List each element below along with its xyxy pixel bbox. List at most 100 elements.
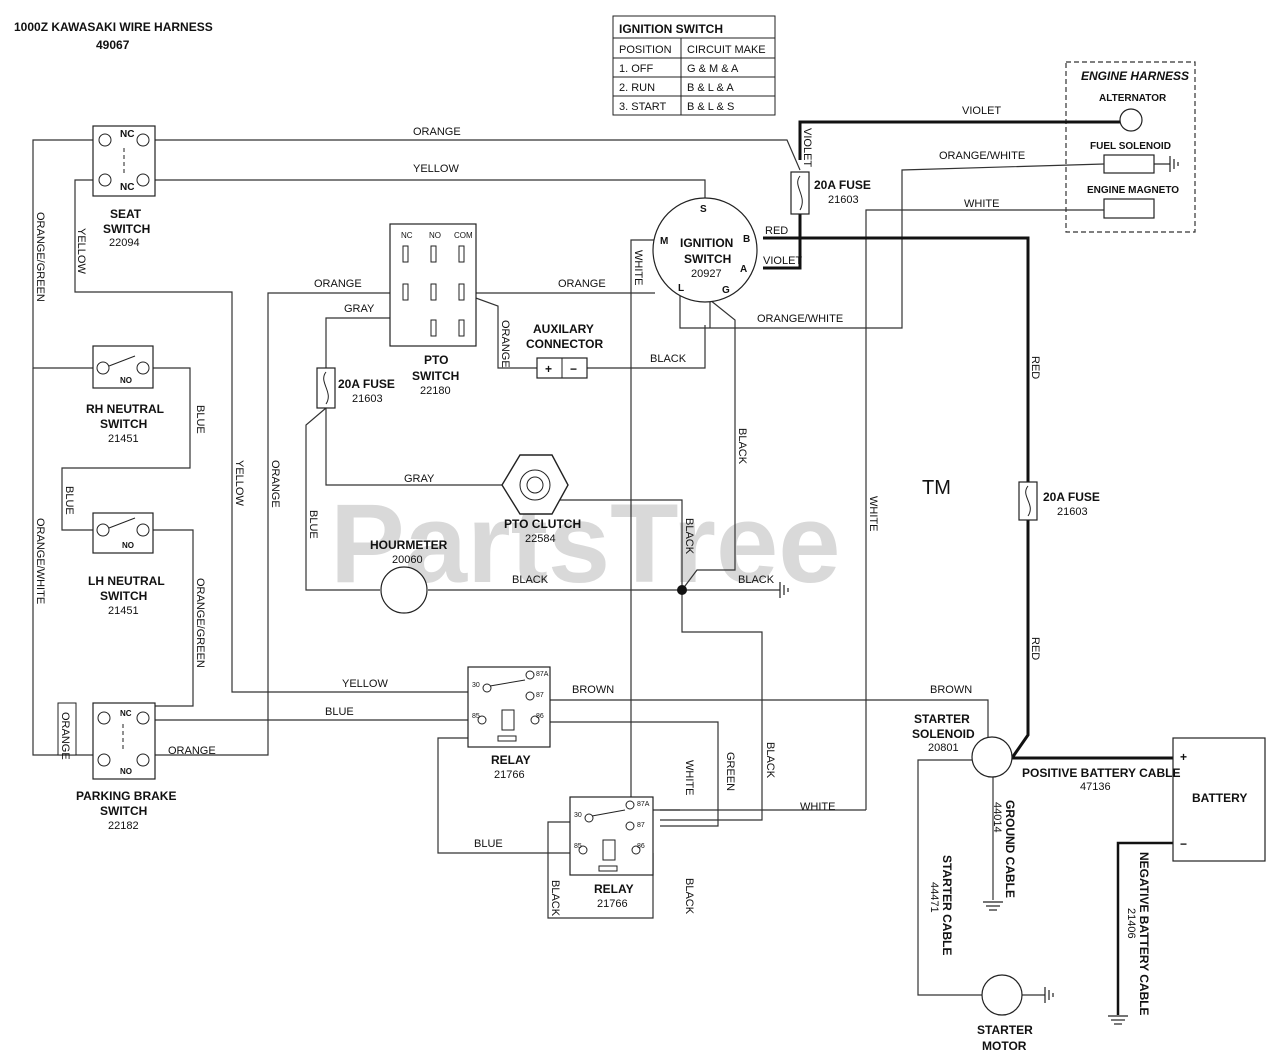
seat-switch-name: SEAT xyxy=(110,207,142,221)
svg-text:21603: 21603 xyxy=(1057,506,1088,518)
svg-text:BLACK: BLACK xyxy=(738,574,775,586)
starter-solenoid: STARTER SOLENOID 20801 xyxy=(912,712,1013,778)
svg-text:RELAY: RELAY xyxy=(594,882,634,896)
hourmeter: HOURMETER 20060 xyxy=(370,538,448,614)
positive-cable-label: POSITIVE BATTERY CABLE xyxy=(1022,766,1180,780)
svg-text:PARKING BRAKE: PARKING BRAKE xyxy=(76,789,176,803)
svg-text:BLUE: BLUE xyxy=(194,405,206,434)
svg-text:M: M xyxy=(660,236,668,247)
svg-text:BLUE: BLUE xyxy=(307,510,319,539)
lh-neutral-name: LH NEUTRAL xyxy=(88,574,165,588)
fuel-solenoid xyxy=(1103,154,1155,174)
pto-clutch: PTO CLUTCH 22584 xyxy=(501,454,581,545)
svg-text:SWITCH: SWITCH xyxy=(684,252,731,266)
starter-motor: STARTER MOTOR xyxy=(977,974,1033,1053)
svg-text:+: + xyxy=(545,362,552,376)
starter-cable-part: 44471 xyxy=(928,882,940,913)
negative-cable-part: 21406 xyxy=(1125,908,1137,939)
svg-text:BLUE: BLUE xyxy=(63,486,75,515)
svg-text:STARTER: STARTER xyxy=(977,1023,1033,1037)
svg-text:YELLOW: YELLOW xyxy=(233,460,245,506)
table-row-off-circuit: G & M & A xyxy=(687,63,739,75)
svg-text:ORANGE/GREEN: ORANGE/GREEN xyxy=(194,578,206,668)
svg-text:GREEN: GREEN xyxy=(724,752,736,791)
wires xyxy=(32,139,1173,1015)
svg-text:BROWN: BROWN xyxy=(930,684,972,696)
svg-text:NO: NO xyxy=(120,767,132,776)
svg-text:BLACK: BLACK xyxy=(650,353,687,365)
svg-text:RED: RED xyxy=(1029,356,1041,379)
table-header-position: POSITION xyxy=(619,44,672,56)
table-row-start-circuit: B & L & S xyxy=(687,101,734,113)
svg-text:WHITE: WHITE xyxy=(867,496,879,531)
ignition-switch-name: IGNITION xyxy=(680,236,733,250)
svg-text:20927: 20927 xyxy=(691,268,722,280)
svg-text:STARTER: STARTER xyxy=(914,712,970,726)
svg-text:87A: 87A xyxy=(536,671,549,678)
battery: + − BATTERY xyxy=(1172,737,1266,862)
svg-text:ORANGE: ORANGE xyxy=(314,278,362,290)
svg-text:RED: RED xyxy=(765,225,788,237)
diagram-number: 49067 xyxy=(96,38,130,52)
table-row-run-circuit: B & L & A xyxy=(687,82,734,94)
svg-text:VIOLET: VIOLET xyxy=(763,255,802,267)
svg-text:SWITCH: SWITCH xyxy=(100,417,147,431)
svg-text:22584: 22584 xyxy=(525,533,556,545)
svg-text:PTO CLUTCH: PTO CLUTCH xyxy=(504,517,581,531)
negative-cable-label: NEGATIVE BATTERY CABLE xyxy=(1137,852,1151,1016)
svg-text:21451: 21451 xyxy=(108,605,139,617)
watermark-tm: TM xyxy=(922,477,951,499)
svg-text:BLUE: BLUE xyxy=(325,706,354,718)
diagram-title: 1000Z KAWASAKI WIRE HARNESS xyxy=(14,20,213,34)
svg-text:21766: 21766 xyxy=(597,898,628,910)
svg-text:21766: 21766 xyxy=(494,769,525,781)
engine-magneto-label: ENGINE MAGNETO xyxy=(1087,185,1179,196)
svg-text:86: 86 xyxy=(536,713,544,720)
relay-2: 30 87A 87 85 86 RELAY 21766 xyxy=(569,796,654,910)
svg-text:30: 30 xyxy=(472,682,480,689)
svg-text:SWITCH: SWITCH xyxy=(100,804,147,818)
table-row-off-pos: 1. OFF xyxy=(619,63,654,75)
svg-text:WHITE: WHITE xyxy=(964,198,999,210)
rh-neutral-switch: NO RH NEUTRAL SWITCH 21451 xyxy=(86,345,164,445)
svg-text:85: 85 xyxy=(574,843,582,850)
ground-cable-label: GROUND CABLE xyxy=(1003,800,1017,898)
auxiliary-connector: AUXILARY CONNECTOR + − xyxy=(526,322,603,379)
svg-text:85: 85 xyxy=(472,713,480,720)
relay-1: 30 87A 87 85 86 RELAY 21766 xyxy=(467,666,551,781)
svg-text:VIOLET: VIOLET xyxy=(962,105,1001,117)
svg-text:ORANGE: ORANGE xyxy=(499,320,511,368)
svg-text:WHITE: WHITE xyxy=(800,801,835,813)
svg-text:GRAY: GRAY xyxy=(344,303,375,315)
svg-text:NO: NO xyxy=(120,376,132,385)
svg-text:ORANGE/WHITE: ORANGE/WHITE xyxy=(939,150,1025,162)
svg-text:86: 86 xyxy=(637,843,645,850)
wire-labels: ORANGE YELLOW VIOLET VIOLET ORANGE/WHITE… xyxy=(34,105,1041,917)
table-header-circuit: CIRCUIT MAKE xyxy=(687,44,766,56)
svg-text:NC: NC xyxy=(401,231,413,240)
svg-text:−: − xyxy=(570,362,577,376)
svg-text:MOTOR: MOTOR xyxy=(982,1039,1027,1053)
svg-text:ORANGE: ORANGE xyxy=(413,126,461,138)
svg-text:CONNECTOR: CONNECTOR xyxy=(526,337,603,351)
svg-text:22180: 22180 xyxy=(420,385,451,397)
svg-text:SOLENOID: SOLENOID xyxy=(912,727,975,741)
svg-text:HOURMETER: HOURMETER xyxy=(370,538,448,552)
battery-label: BATTERY xyxy=(1192,791,1247,805)
svg-text:21451: 21451 xyxy=(108,433,139,445)
svg-text:B: B xyxy=(743,234,750,245)
svg-text:YELLOW: YELLOW xyxy=(75,228,87,274)
svg-text:87A: 87A xyxy=(637,801,650,808)
svg-text:+: + xyxy=(1180,750,1187,764)
svg-text:VIOLET: VIOLET xyxy=(801,128,813,167)
svg-text:21603: 21603 xyxy=(352,393,383,405)
svg-text:NO: NO xyxy=(122,541,134,550)
table-row-start-pos: 3. START xyxy=(619,101,667,113)
svg-text:ORANGE: ORANGE xyxy=(59,712,71,760)
svg-text:ORANGE: ORANGE xyxy=(269,460,281,508)
svg-text:NO: NO xyxy=(429,231,441,240)
seat-switch-name2: SWITCH xyxy=(103,222,150,236)
svg-text:L: L xyxy=(678,283,684,294)
ignition-table: IGNITION SWITCH POSITION CIRCUIT MAKE 1.… xyxy=(612,15,776,116)
rh-neutral-name: RH NEUTRAL xyxy=(86,402,164,416)
